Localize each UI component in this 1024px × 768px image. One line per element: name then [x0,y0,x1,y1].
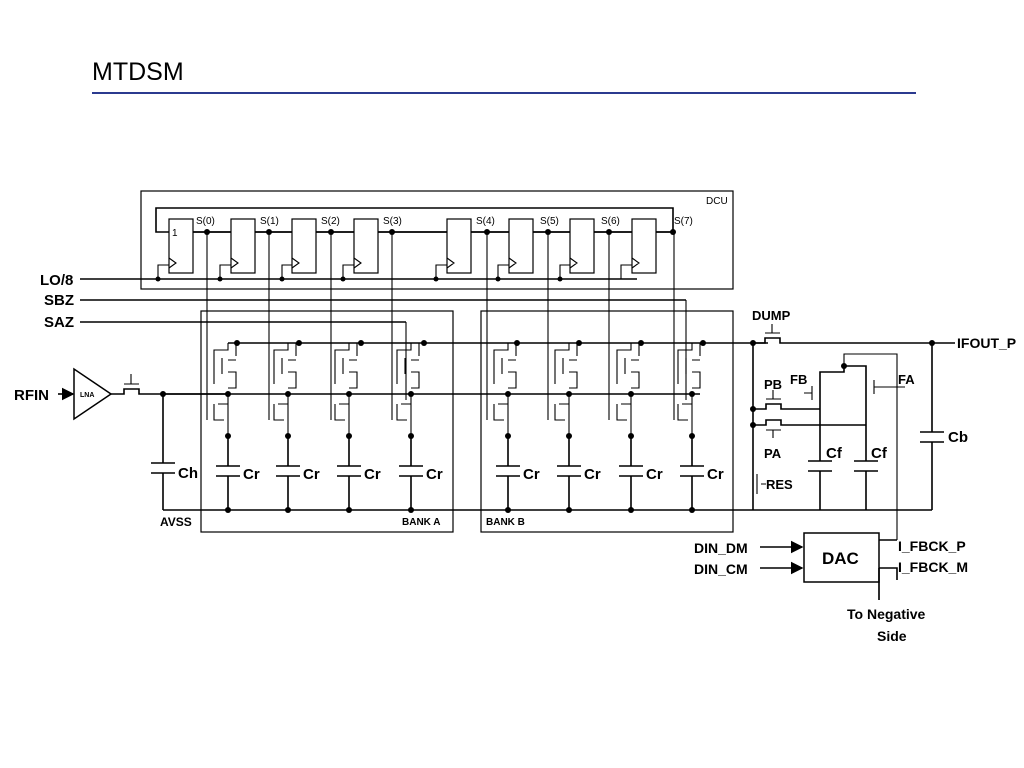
stage-label-s6: S(6) [601,216,620,227]
cr-label-3: Cr [364,466,381,483]
flip-flop-3 [353,218,379,274]
cf-capacitors [808,460,878,510]
stage-label-s4: S(4) [476,216,495,227]
saz-label: SAZ [44,314,74,331]
dac-label: DAC [822,549,859,568]
pb-pa-switches [753,403,866,426]
dcu-block [140,190,734,290]
cf-label-1: Cf [826,445,843,462]
flip-flop-chain: 1 [168,218,657,274]
cr-label-4: Cr [426,466,443,483]
dcu-label: DCU [706,196,728,207]
stage-label-s0: S(0) [196,216,215,227]
avss-label: AVSS [160,515,192,529]
input-switch [111,388,228,395]
stage-label-s7: S(7) [674,216,693,227]
flip-flop-0 [168,218,194,274]
bank-b-box [480,310,734,533]
bank-b-label: BANK B [486,517,525,528]
flip-flop-4 [446,218,472,274]
flip-flop-7 [631,218,657,274]
flip-flop-2 [291,218,317,274]
fbck-p-label: I_FBCK_P [898,538,966,554]
sampling-cells [213,340,706,439]
cb-capacitor [920,343,944,510]
flip-flop-preset-label: 1 [172,228,178,239]
cb-label: Cb [948,429,968,446]
cr-capacitors: Cr Cr Cr Cr Cr Cr Cr Cr [216,436,724,513]
flip-flop-5 [508,218,534,274]
rfin-label: RFIN [14,387,49,404]
fbck-m-wire [878,567,898,600]
title-underline [92,92,916,94]
stage-output-lines [204,229,676,420]
bank-a-box [200,310,454,533]
negative-side-label-line1: To Negative [847,606,926,622]
sbz-label: SBZ [44,292,74,309]
ch-capacitor: Ch [151,391,198,510]
dump-label: DUMP [752,308,791,323]
ifout-label[interactable]: IFOUT_P [957,335,1016,351]
flip-flop-6 [569,218,595,274]
stage-labels: S(0) S(1) S(2) S(3) S(4) S(5) S(6) S(7) [196,216,693,227]
negative-side-label-line2: Side [877,628,907,644]
fa-label: FA [898,372,915,387]
stage-label-s1: S(1) [260,216,279,227]
cr-label-7: Cr [646,466,663,483]
pa-label: PA [764,446,782,461]
fb-label: FB [790,372,807,387]
ch-label: Ch [178,465,198,482]
lna-label: LNA [80,392,94,399]
flip-flop-1 [230,218,256,274]
cr-label-6: Cr [584,466,601,483]
dac-block [803,532,880,583]
bank-a-label: BANK A [402,517,441,528]
lna-amplifier [73,367,113,421]
cr-label-8: Cr [707,466,724,483]
lo8-label: LO/8 [40,272,73,289]
dump-switch [753,337,955,344]
res-switch [756,474,766,494]
stage-label-s2: S(2) [321,216,340,227]
din-cm-label: DIN_CM [694,561,748,577]
page-title: MTDSM [92,58,184,86]
stage-label-s5: S(5) [540,216,559,227]
cr-label-1: Cr [243,466,260,483]
res-label: RES [766,477,793,492]
stage-label-s3: S(3) [383,216,402,227]
pb-label: PB [764,377,782,392]
din-dm-label: DIN_DM [694,540,748,556]
ring-feedback-wire [155,207,674,233]
cr-label-5: Cr [523,466,540,483]
cr-label-2: Cr [303,466,320,483]
cf-label-2: Cf [871,445,888,462]
fbck-m-label: I_FBCK_M [898,559,968,575]
